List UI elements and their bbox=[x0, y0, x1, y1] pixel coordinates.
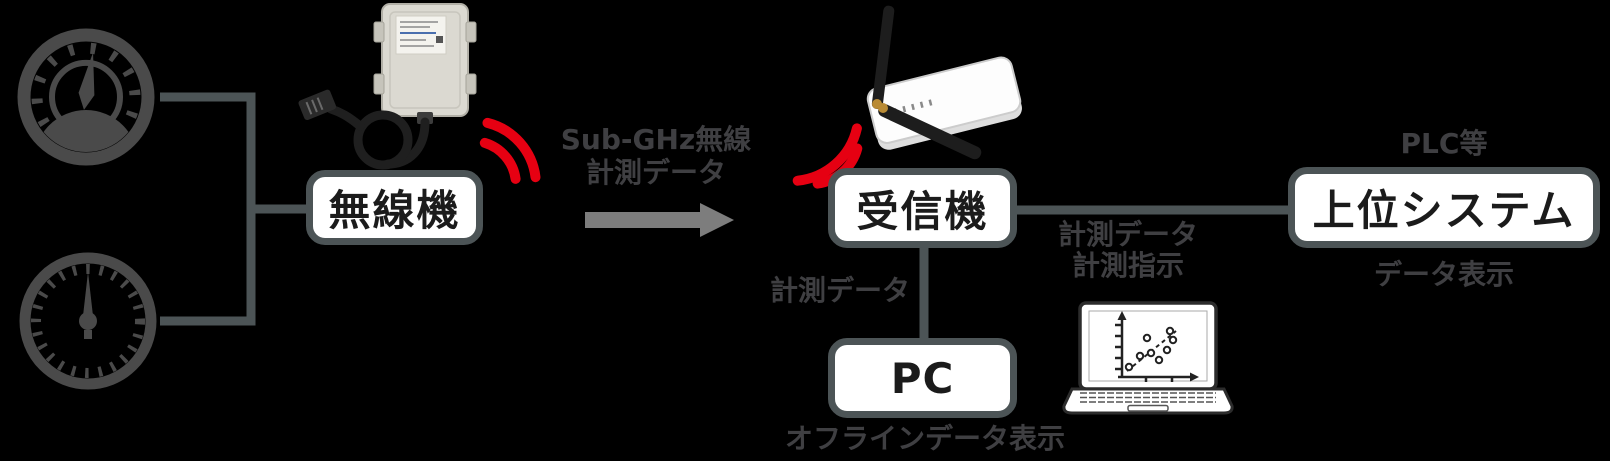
node-transmitter: 無線機 bbox=[306, 170, 483, 245]
gauge-meter-top-icon bbox=[17, 28, 155, 166]
gauge-dome bbox=[34, 110, 138, 152]
bracket-connector-line bbox=[160, 92, 310, 326]
device-label bbox=[395, 15, 447, 55]
gauge-needle bbox=[83, 272, 93, 316]
receiver-label: 受信機 bbox=[856, 186, 989, 236]
node-receiver: 受信機 bbox=[828, 168, 1017, 248]
sensor-connector bbox=[298, 89, 337, 121]
radio-waves-tx-icon bbox=[479, 117, 541, 184]
node-host-system: 上位システム bbox=[1288, 167, 1600, 248]
laptop-icon bbox=[1062, 301, 1234, 415]
receiver-host-label-line2: 計測指示 bbox=[1071, 249, 1184, 282]
gauge-meter-bottom-icon bbox=[19, 252, 157, 390]
right-arrow-icon bbox=[585, 203, 734, 237]
wireless-link-label-line1: Sub-GHz無線 bbox=[560, 123, 752, 156]
router-photo bbox=[866, 5, 1022, 160]
node-pc: PC bbox=[828, 338, 1017, 418]
receiver-pc-link-label: 計測データ bbox=[769, 274, 910, 307]
host-caption-bottom: データ表示 bbox=[1373, 258, 1514, 291]
wireless-link-label-line2: 計測データ bbox=[585, 156, 726, 189]
laptop-keyboard bbox=[1080, 392, 1216, 403]
receiver-host-link-label: 計測データ 計測指示 bbox=[1028, 219, 1228, 281]
host-system-label: 上位システム bbox=[1312, 186, 1576, 235]
host-caption-top: PLC等 bbox=[1400, 127, 1488, 160]
sensor-device-photo bbox=[298, 3, 477, 170]
router-antenna-diagonal bbox=[878, 104, 982, 160]
wireless-link-label: Sub-GHz無線 計測データ bbox=[545, 123, 767, 189]
router-antenna-vertical bbox=[871, 5, 895, 110]
pc-label: PC bbox=[890, 353, 955, 403]
transmitter-label: 無線機 bbox=[328, 186, 461, 235]
receiver-host-label-line1: 計測データ bbox=[1057, 218, 1198, 251]
laptop-trackpad bbox=[1127, 404, 1169, 412]
sensor-cable bbox=[326, 104, 430, 170]
gauge-needle bbox=[78, 52, 95, 110]
scatter-chart-icon bbox=[1115, 311, 1199, 382]
pc-caption-bottom: オフラインデータ表示 bbox=[784, 422, 1065, 455]
